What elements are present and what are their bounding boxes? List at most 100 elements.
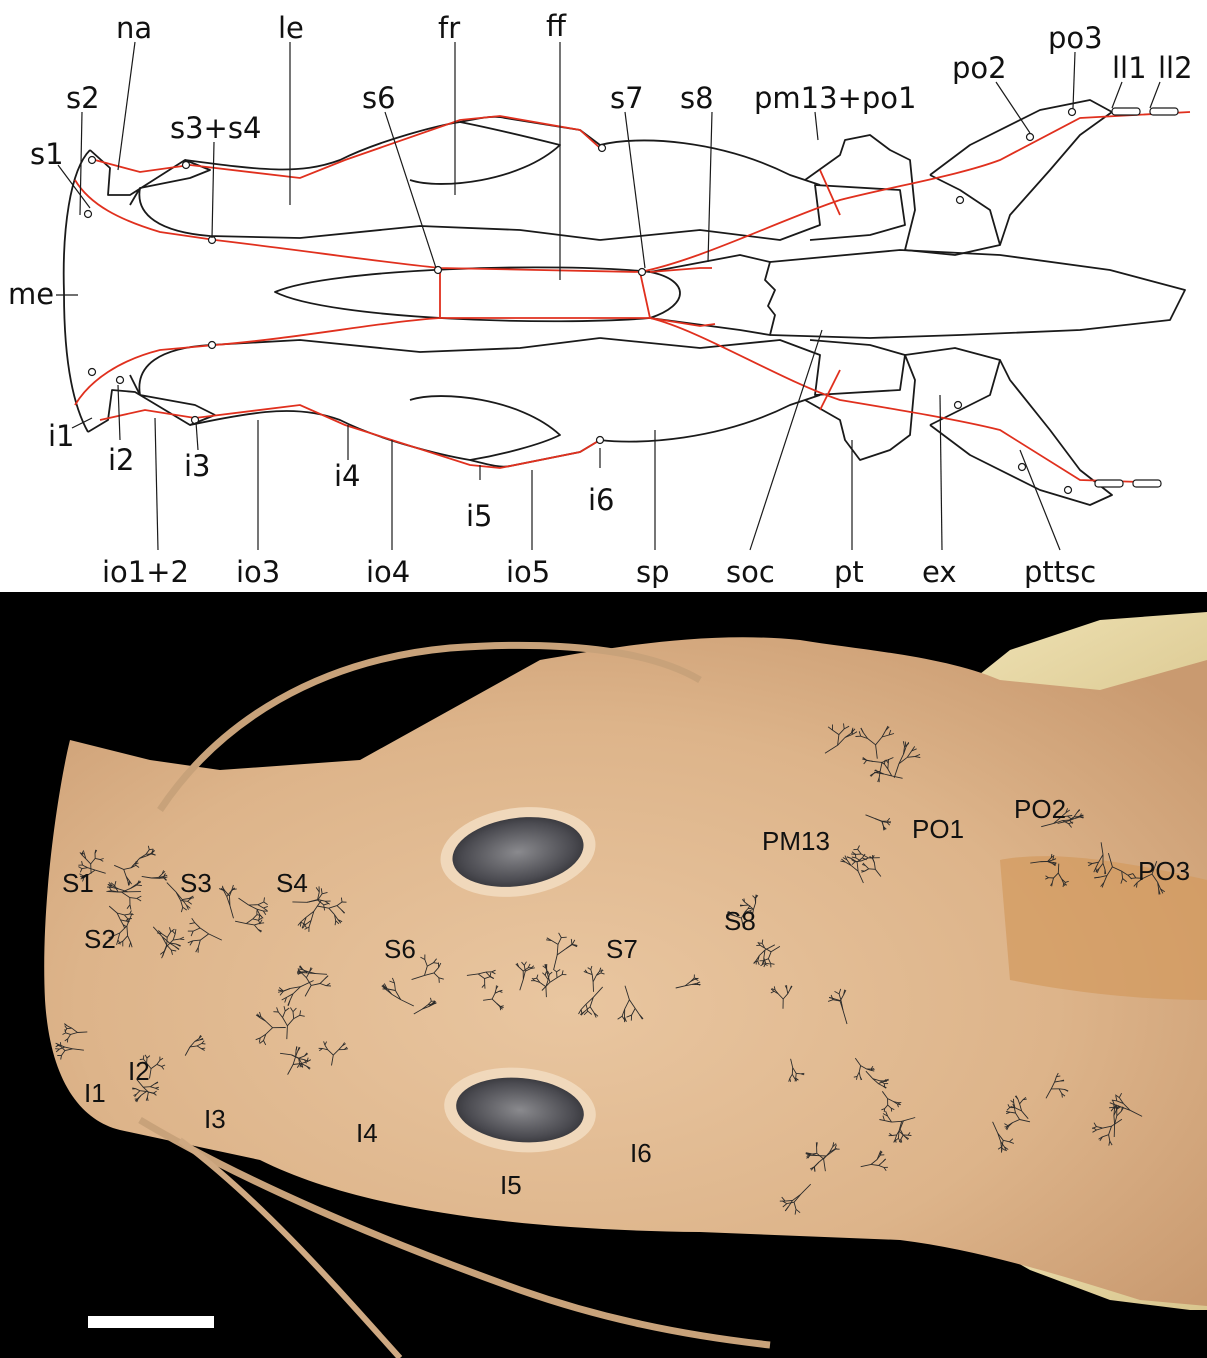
label-pm13-po1: pm13+po1 (754, 81, 916, 115)
canal-branch (335, 921, 336, 926)
lateral-line-ossicle-2 (1150, 108, 1178, 115)
label-ff: ff (546, 9, 567, 43)
canal-branch (892, 1135, 897, 1136)
pore (955, 402, 962, 409)
label-i6: i6 (588, 483, 615, 517)
specimen-photo-panel: S1 S2 S3 S4 S6 S7 S8 PM13 PO1 PO2 PO3 I1… (0, 592, 1207, 1358)
label-soc: soc (726, 555, 775, 589)
label-I5: I5 (500, 1170, 522, 1200)
canal-branch (885, 760, 886, 764)
label-me: me (8, 277, 54, 311)
label-pttsc: pttsc (1024, 555, 1096, 589)
label-i5: i5 (466, 499, 493, 533)
canal-branch (1053, 862, 1057, 863)
label-S8: S8 (724, 906, 756, 936)
label-PO1: PO1 (912, 814, 964, 844)
scale-bar (88, 1316, 214, 1328)
canal-branch (1005, 1126, 1009, 1127)
label-na: na (116, 11, 152, 45)
label-S1: S1 (62, 868, 94, 898)
canal-branch (861, 871, 864, 872)
canal-branch (128, 882, 129, 886)
label-s1: s1 (30, 137, 64, 171)
label-i3: i3 (184, 449, 211, 483)
label-po3: po3 (1048, 21, 1103, 55)
label-s3s4: s3+s4 (170, 111, 261, 145)
pore (89, 157, 96, 164)
label-i2: i2 (108, 443, 135, 477)
label-fr: fr (438, 11, 460, 45)
canal-branch (888, 763, 889, 769)
canal-branch (167, 937, 168, 946)
label-s8: s8 (680, 81, 714, 115)
canal-branch (1109, 1107, 1114, 1108)
canal-branch (500, 1007, 501, 1010)
label-ll1: ll1 (1112, 51, 1147, 85)
label-PO3: PO3 (1138, 856, 1190, 886)
pore (957, 197, 964, 204)
canal-branch (694, 978, 698, 979)
canal-branch (744, 899, 745, 903)
pore (89, 369, 96, 376)
canal-branch (1062, 1094, 1063, 1098)
canal-branch (1052, 883, 1053, 887)
label-PM13: PM13 (762, 826, 830, 856)
canal-branch (260, 923, 264, 924)
pore (192, 417, 199, 424)
canal-branch (883, 1081, 887, 1082)
canal-branch (1067, 816, 1072, 817)
label-I3: I3 (204, 1104, 226, 1134)
lateral-line-ossicle-4 (1133, 480, 1161, 487)
canal-branch (796, 1073, 797, 1078)
label-io3: io3 (236, 555, 280, 589)
label-S6: S6 (384, 934, 416, 964)
lateral-line-ossicle-1 (1112, 108, 1140, 115)
pore (1019, 464, 1026, 471)
canal-branch (143, 1087, 150, 1088)
pore (639, 269, 646, 276)
pore (599, 145, 606, 152)
canal-branch (571, 939, 572, 944)
lateral-line-ossicle-3 (1095, 480, 1123, 487)
canal-branch (891, 1108, 892, 1111)
label-I6: I6 (630, 1138, 652, 1168)
label-s2: s2 (66, 81, 100, 115)
canal-branch (762, 940, 763, 944)
canal-branch (287, 1026, 288, 1039)
label-s7: s7 (610, 81, 644, 115)
label-S3: S3 (180, 868, 212, 898)
canal-branch (137, 885, 142, 886)
label-io12: io1+2 (102, 555, 189, 589)
pore (117, 377, 124, 384)
canal-branch (152, 877, 159, 878)
pore (209, 342, 216, 349)
label-le: le (278, 11, 304, 45)
canal-branch (815, 1167, 816, 1172)
label-s6: s6 (362, 81, 396, 115)
canal-branch (766, 963, 770, 964)
canal-branch (1058, 864, 1059, 874)
pore (597, 437, 604, 444)
label-i1: i1 (48, 419, 75, 453)
label-i4: i4 (334, 459, 361, 493)
label-ll2: ll2 (1158, 51, 1193, 85)
pore (85, 211, 92, 218)
canal-branch (78, 1032, 88, 1033)
canal-branch (869, 869, 876, 870)
skull-drawing-panel: na le fr ff s2 s1 s3+s4 s6 s7 s8 pm13+po… (0, 0, 1207, 592)
label-I1: I1 (84, 1078, 106, 1108)
label-S2: S2 (84, 924, 116, 954)
canal-branch (341, 898, 342, 902)
canal-branch (546, 987, 547, 997)
pore (1069, 109, 1076, 116)
label-pt: pt (834, 555, 864, 589)
pore (1027, 134, 1034, 141)
label-io4: io4 (366, 555, 410, 589)
label-sp: sp (636, 555, 670, 589)
label-ex: ex (922, 555, 957, 589)
label-I2: I2 (128, 1056, 150, 1086)
label-S4: S4 (276, 868, 308, 898)
label-PO2: PO2 (1014, 794, 1066, 824)
pore (1065, 487, 1072, 494)
